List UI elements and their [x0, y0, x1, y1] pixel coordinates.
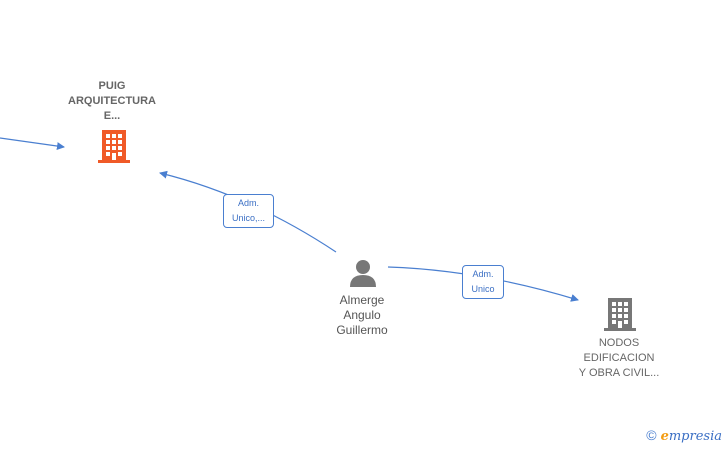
node-puig-line-2: ARQUITECTURA	[68, 95, 156, 107]
brand-logo-text: mpresia	[668, 429, 722, 444]
building-icon[interactable]	[98, 128, 130, 164]
edge-label-line-2: Unico	[471, 284, 495, 294]
edge-label-adm-unico-1[interactable]: Adm. Unico,...	[223, 194, 274, 228]
edge-incoming-puig	[0, 137, 65, 151]
node-puig-line-1: PUIG	[98, 80, 126, 92]
node-puig-line-3: E...	[103, 110, 121, 122]
node-almerge-label[interactable]: Almerge Angulo Guillermo	[322, 293, 402, 338]
node-nodos-line-3: Y OBRA CIVIL...	[578, 367, 660, 379]
node-nodos-label[interactable]: NODOS EDIFICACION Y OBRA CIVIL...	[560, 336, 678, 381]
node-puig-label[interactable]: PUIG ARQUITECTURA E...	[52, 79, 172, 124]
edge-label-line-2: Unico,...	[231, 213, 265, 223]
edge-label-line-1: Adm.	[237, 198, 259, 208]
brand-logo-e: e	[660, 429, 669, 444]
edge-label-adm-unico-2[interactable]: Adm. Unico	[462, 265, 504, 299]
node-nodos-line-1: NODOS	[598, 337, 640, 349]
node-almerge-line-2: Angulo	[343, 308, 381, 322]
building-icon[interactable]	[604, 296, 636, 332]
node-almerge-line-1: Almerge	[339, 293, 385, 307]
node-nodos-line-2: EDIFICACION	[583, 352, 655, 364]
node-almerge-line-3: Guillermo	[336, 323, 388, 337]
brand-footer: ©empresia	[646, 427, 722, 444]
person-icon[interactable]	[348, 258, 378, 288]
edge-label-line-1: Adm.	[472, 269, 494, 279]
copyright-icon: ©	[646, 427, 657, 443]
